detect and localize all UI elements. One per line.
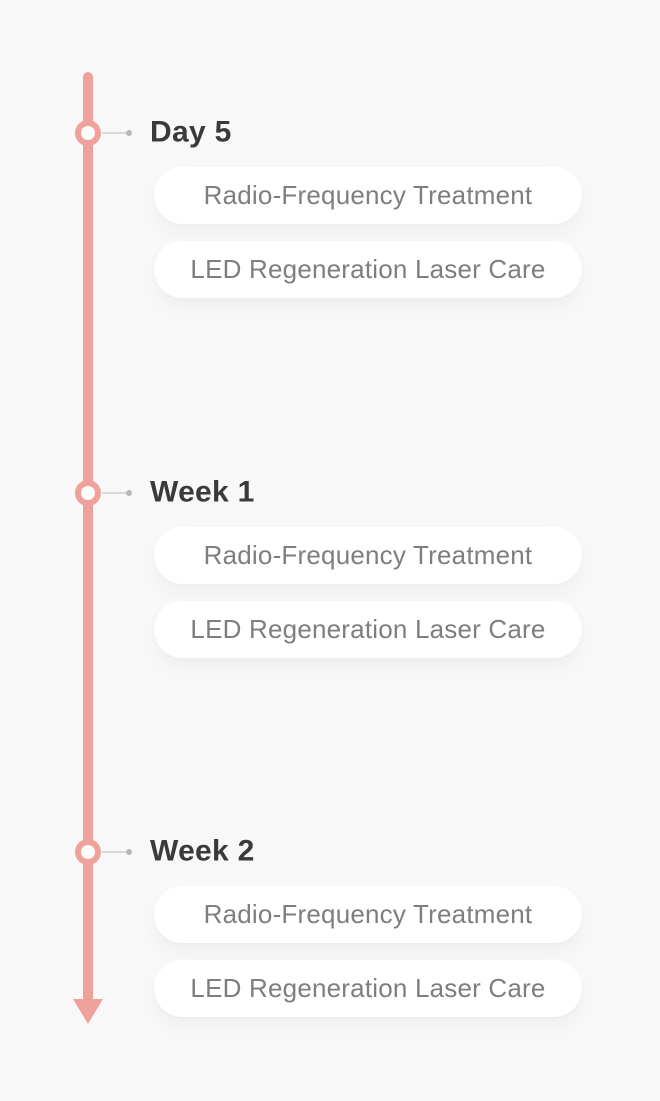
treatment-card-label: LED Regeneration Laser Care: [190, 614, 546, 644]
treatment-card: Radio-Frequency Treatment: [154, 527, 582, 584]
section-label: Day 5: [150, 115, 232, 149]
treatment-card: Radio-Frequency Treatment: [154, 167, 582, 224]
section-label: Week 2: [150, 834, 255, 868]
connector-dot-icon: [126, 849, 132, 855]
treatment-card-label: LED Regeneration Laser Care: [190, 973, 546, 1003]
timeline-line: [83, 72, 93, 1002]
treatment-card-label: Radio-Frequency Treatment: [203, 899, 533, 929]
treatment-card-list: Radio-Frequency Treatment LED Regenerati…: [154, 167, 582, 298]
timeline-node-row: Week 2: [0, 834, 660, 867]
timeline-section-day-5: Day 5 Radio-Frequency Treatment LED Rege…: [0, 115, 660, 298]
timeline-section-week-1: Week 1 Radio-Frequency Treatment LED Reg…: [0, 475, 660, 658]
timeline-node-row: Day 5: [0, 115, 660, 148]
timeline-node-icon: [75, 839, 101, 865]
arrow-down-icon: [73, 999, 103, 1024]
treatment-card: LED Regeneration Laser Care: [154, 960, 582, 1017]
timeline-node-row: Week 1: [0, 475, 660, 508]
treatment-card-label: LED Regeneration Laser Care: [190, 254, 546, 284]
connector-line: [102, 132, 126, 134]
treatment-card-list: Radio-Frequency Treatment LED Regenerati…: [154, 886, 582, 1017]
connector-line: [102, 492, 126, 494]
timeline-node-icon: [75, 120, 101, 146]
treatment-card-list: Radio-Frequency Treatment LED Regenerati…: [154, 527, 582, 658]
treatment-card-label: Radio-Frequency Treatment: [203, 540, 533, 570]
treatment-card-label: Radio-Frequency Treatment: [203, 180, 533, 210]
treatment-card: Radio-Frequency Treatment: [154, 886, 582, 943]
connector-dot-icon: [126, 490, 132, 496]
treatment-card: LED Regeneration Laser Care: [154, 601, 582, 658]
timeline-section-week-2: Week 2 Radio-Frequency Treatment LED Reg…: [0, 834, 660, 1017]
section-label: Week 1: [150, 475, 255, 509]
connector-line: [102, 851, 126, 853]
treatment-card: LED Regeneration Laser Care: [154, 241, 582, 298]
timeline-node-icon: [75, 480, 101, 506]
connector-dot-icon: [126, 130, 132, 136]
